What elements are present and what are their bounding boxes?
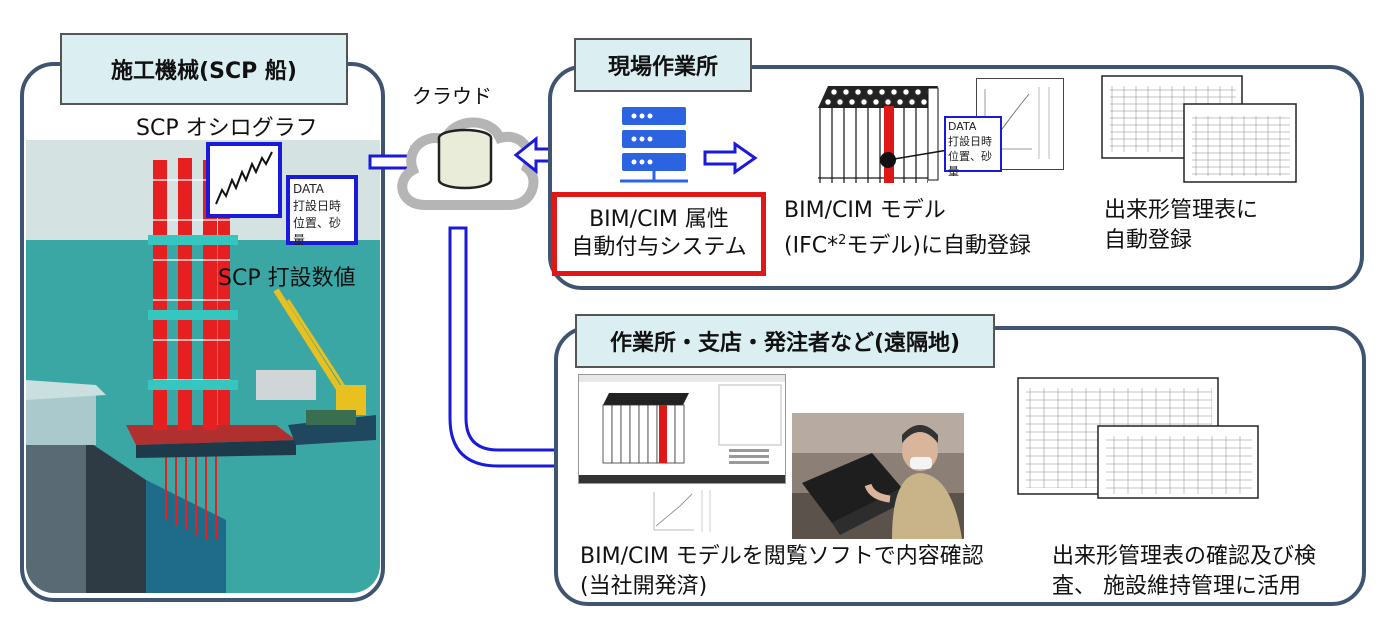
attribute-system-box: BIM/CIM 属性 自動付与システム [552, 192, 766, 276]
scp-data-box: DATA 打設日時 位置、砂量 [286, 175, 358, 247]
viewer-screenshot [578, 374, 786, 484]
remote-spreadsheet-icon [1017, 377, 1259, 499]
remote-panel-title: 作業所・支店・発注者など(遠隔地) [575, 314, 995, 368]
remote-table-caption-line-2: 査、 施設維持管理に活用 [1052, 574, 1301, 599]
scp-vessel-panel-title: 施工機械(SCP 船) [60, 33, 348, 105]
remote-table-caption: 出来形管理表の確認及び検 査、 施設維持管理に活用 [1052, 542, 1316, 602]
viewer-caption: BIM/CIM モデルを閲覧ソフトで内容確認 (当社開発済) [580, 542, 984, 602]
scp-vessel-illustration [26, 140, 380, 593]
remote-table-caption-line-1: 出来形管理表の確認及び検 [1052, 544, 1317, 569]
system-box-line-2: 自動付与システム [571, 235, 747, 260]
site-office-panel-title: 現場作業所 [574, 38, 752, 92]
model-caption-line-1: BIM/CIM モデル [784, 198, 946, 223]
oscillograph-chart-icon [206, 142, 282, 218]
data-box-line-1: DATA [293, 182, 324, 196]
viewer-caption-line-2: (当社開発済) [580, 574, 708, 599]
data-box-line-2: 打設日時 [293, 199, 342, 213]
system-box-line-1: BIM/CIM 属性 [589, 207, 729, 232]
viewer-caption-line-1: BIM/CIM モデルを閲覧ソフトで内容確認 [580, 544, 984, 569]
table-caption: 出来形管理表に 自動登録 [1104, 196, 1258, 256]
spreadsheet-icon [1101, 75, 1297, 183]
viewer-chart-sheet [648, 486, 718, 536]
model-data-line-3: 位置、砂量 [948, 150, 992, 178]
cloud-label: クラウド [412, 84, 492, 108]
model-caption-part-a: (IFC* [784, 233, 839, 259]
model-caption-superscript: 2 [838, 233, 847, 248]
cloud-database-icon [397, 117, 539, 210]
table-caption-line-2: 自動登録 [1104, 228, 1193, 253]
scp-value-label: SCP 打設数値 [218, 266, 356, 291]
pile-model-icon [818, 86, 949, 183]
model-data-line-1: DATA [948, 120, 977, 133]
model-caption: BIM/CIM モデル (IFC*2モデル)に自動登録 [784, 196, 1031, 261]
data-box-line-3: 位置、砂量 [293, 216, 342, 247]
arrow-to-model [703, 141, 758, 175]
person-laptop-photo [792, 413, 964, 539]
model-data-box: DATA 打設日時 位置、砂量 [944, 116, 1002, 178]
oscillograph-label: SCP オシログラフ [136, 116, 318, 141]
model-caption-line-2: (IFC*2モデル)に自動登録 [784, 226, 1031, 261]
table-caption-line-1: 出来形管理表に [1104, 198, 1259, 223]
model-caption-part-b: モデル)に自動登録 [846, 233, 1031, 259]
server-icon [620, 107, 688, 183]
model-data-line-2: 打設日時 [948, 135, 992, 148]
